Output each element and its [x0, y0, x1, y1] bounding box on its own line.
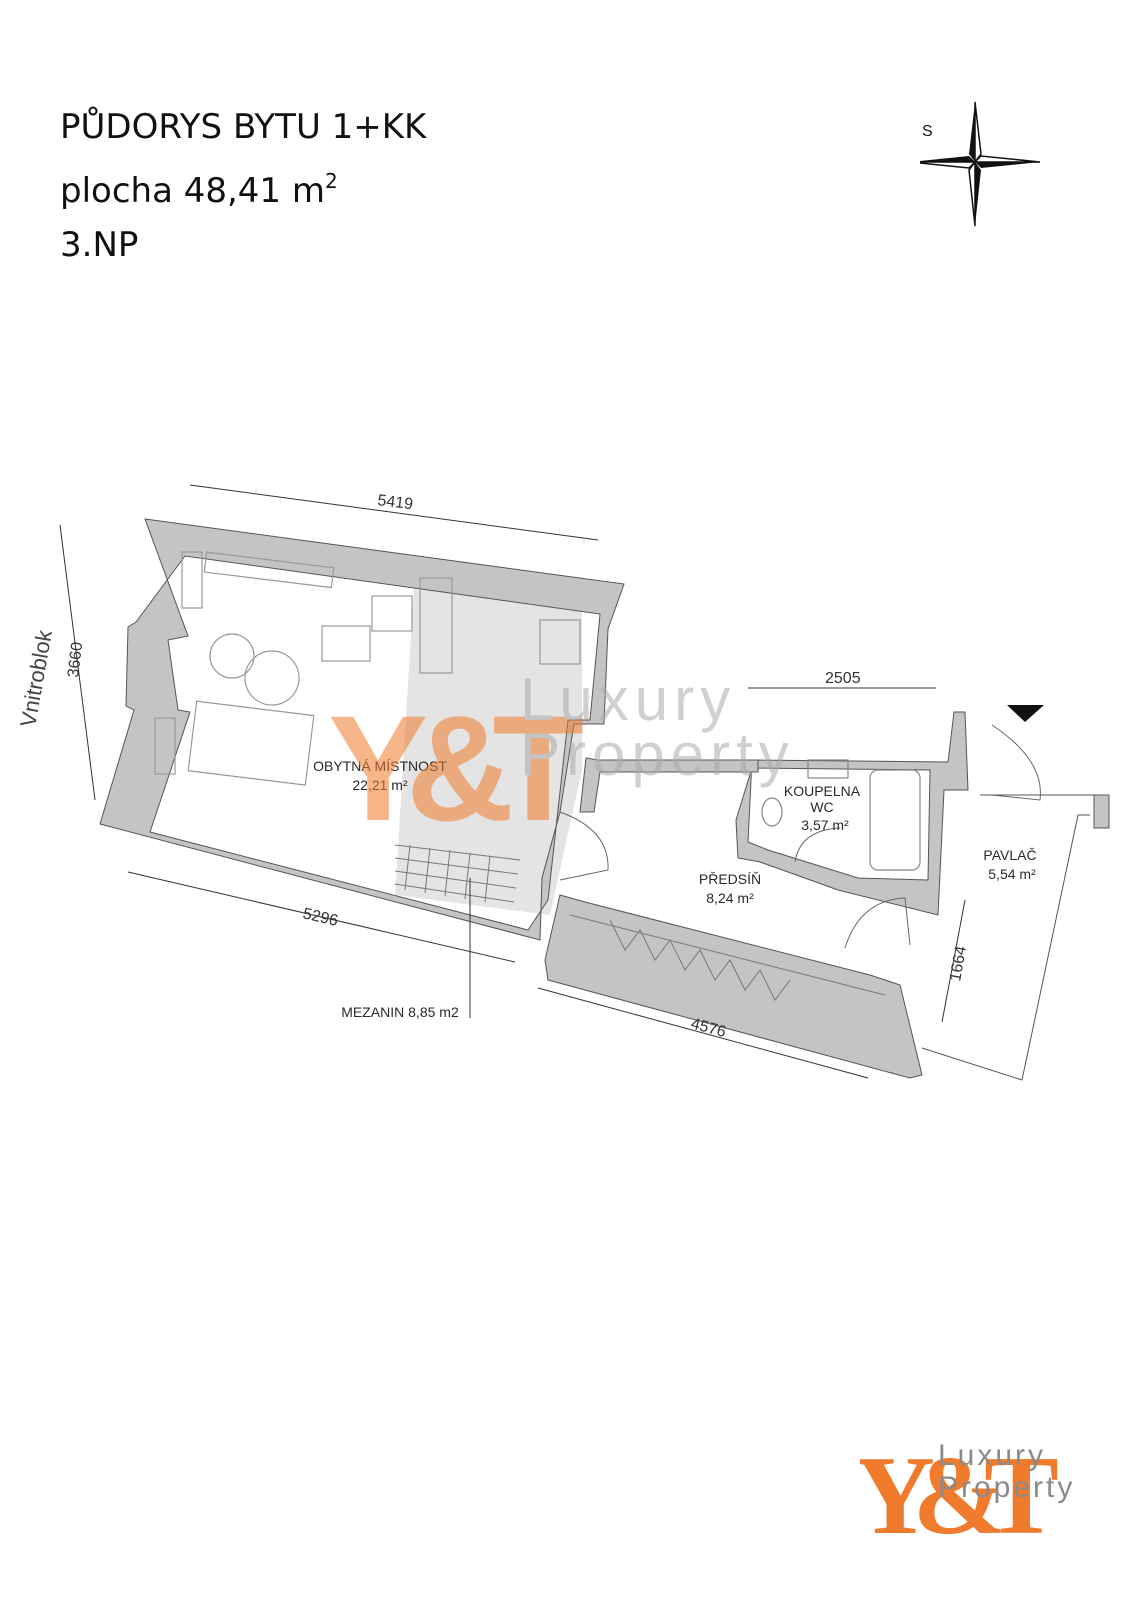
gallery-outline [921, 814, 1090, 1081]
room-bath-area: 3,57 m² [801, 817, 849, 833]
room-hall-name: PŘEDSÍŇ [699, 871, 761, 887]
walls [99, 518, 1110, 1079]
radiator-left-top [181, 551, 203, 609]
watermark-line2: Property [520, 721, 795, 788]
sink [807, 759, 849, 779]
mezzanine-stairs [394, 844, 521, 903]
room-living-name: OBYTNÁ MÍSTNOST [313, 758, 447, 774]
room-living-area: 22,21 m² [352, 777, 408, 793]
brand-logo: Y&T Luxury Property [860, 1434, 1080, 1545]
sideboard [203, 551, 335, 589]
hall-south-wall [544, 894, 923, 1079]
room-bath-name: KOUPELNA [784, 783, 861, 799]
bathtub [869, 769, 921, 871]
bath-walls [735, 711, 969, 916]
table-round-1 [209, 633, 255, 679]
entrance-arrow-icon [1007, 705, 1044, 722]
watermark: Y&T Luxury Property [328, 666, 795, 852]
door-hall-living [559, 811, 609, 881]
room-gallery-name: PAVLAČ [983, 847, 1036, 863]
living-room-walls [99, 518, 625, 941]
dimension-labels: 5419 3660 5296 4576 2505 1664 [65, 492, 970, 1041]
radiator-left-bottom [154, 717, 176, 775]
title-line-area: plocha 48,41 m2 [60, 154, 426, 218]
dim-left: 3660 [65, 641, 86, 679]
room-hall-area: 8,24 m² [706, 890, 754, 906]
room-bath-name-2: WC [810, 799, 833, 815]
mezzanine-shading [395, 570, 582, 915]
hall-north-wall [579, 757, 759, 813]
chair [371, 595, 413, 632]
desk [321, 625, 371, 662]
door-entrance [991, 724, 1041, 801]
logo-line2: Property [938, 1471, 1075, 1504]
title-line-floor: 3.NP [60, 225, 139, 265]
table-round-2 [244, 650, 300, 706]
furniture [154, 551, 581, 786]
side-label: Vnitroblok [15, 627, 57, 729]
compass-rose-icon: S [920, 101, 1041, 227]
door-bath-inner [794, 827, 841, 863]
toilet [761, 797, 783, 827]
dim-top: 5419 [377, 492, 415, 513]
dimension-lines [59, 484, 966, 1079]
wardrobe [569, 914, 886, 1001]
room-labels: OBYTNÁ MÍSTNOST 22,21 m² KOUPELNA WC 3,5… [313, 758, 1036, 1020]
area-unit-superscript: 2 [324, 169, 338, 193]
logo-line1: Luxury [938, 1439, 1046, 1472]
kitchen-counter [419, 577, 453, 674]
page-title: PŮDORYS BYTU 1+KK plocha 48,41 m2 3.NP [60, 100, 426, 272]
watermark-mark: Y&T [328, 684, 583, 852]
area-text: plocha 48,41 m [60, 171, 325, 211]
dim-right: 1664 [947, 945, 970, 983]
door-hall-bath [844, 897, 911, 949]
bath-fixtures [761, 759, 921, 871]
sofa [187, 700, 315, 786]
mezzanine-label: MEZANIN 8,85 m2 [341, 1004, 459, 1020]
doors [559, 724, 1041, 949]
compass-label: S [922, 123, 933, 140]
title-line-layout: PŮDORYS BYTU 1+KK [60, 107, 427, 147]
gallery-post [1093, 794, 1110, 829]
dim-bath-top: 2505 [825, 670, 861, 687]
watermark-line1: Luxury [520, 666, 736, 733]
hob [539, 619, 581, 665]
room-gallery-area: 5,54 m² [988, 866, 1036, 882]
dim-bottom-left: 5296 [301, 905, 340, 930]
